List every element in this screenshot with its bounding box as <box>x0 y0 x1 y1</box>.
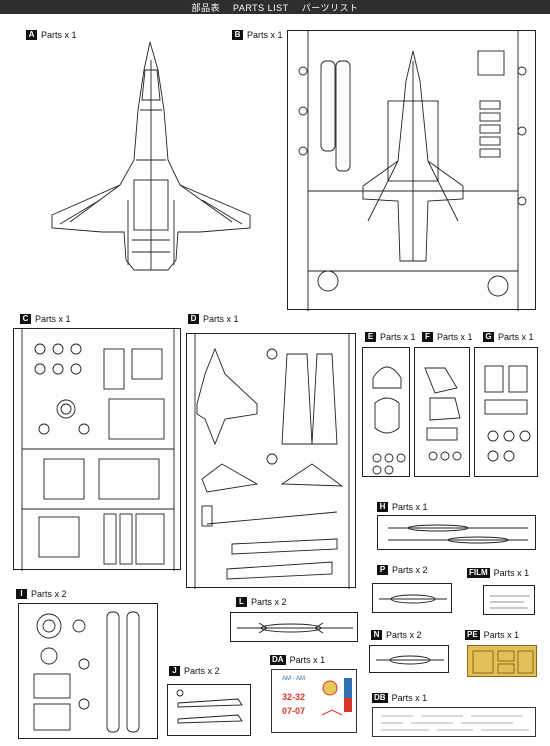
section-h-label: H Parts x 1 <box>377 502 428 512</box>
sprue-p-parts <box>379 594 447 604</box>
section-p-qty: Parts x 2 <box>392 565 428 575</box>
section-pe-qty: Parts x 1 <box>483 630 520 640</box>
section-db-label: DB Parts x 1 <box>372 693 427 703</box>
da-text-1: 32-32 <box>282 692 306 702</box>
section-f-sprue <box>414 347 470 477</box>
sprue-d-parts <box>194 334 350 589</box>
section-a-qty: Parts x 1 <box>41 30 77 40</box>
section-film-qty: Parts x 1 <box>493 568 530 578</box>
section-h-sprue <box>377 515 536 550</box>
section-n-qty: Parts x 2 <box>386 630 422 640</box>
sprue-f-parts <box>424 367 462 461</box>
section-e-badge: E <box>365 332 376 342</box>
section-l-qty: Parts x 2 <box>251 597 287 607</box>
section-h-qty: Parts x 1 <box>392 502 428 512</box>
section-d-label: D Parts x 1 <box>188 314 239 324</box>
section-b-sprue <box>287 30 536 311</box>
section-n-badge: N <box>371 630 382 640</box>
section-g-label: G Parts x 1 <box>483 332 534 342</box>
section-h-badge: H <box>377 502 388 512</box>
page-header: 部品表 PARTS LIST パーツリスト <box>0 0 550 14</box>
section-pe-label: PE Parts x 1 <box>465 630 519 640</box>
section-g-badge: G <box>483 332 494 342</box>
section-d-qty: Parts x 1 <box>203 314 239 324</box>
section-j-qty: Parts x 2 <box>184 666 220 676</box>
da-text-2: 07-07 <box>282 706 306 716</box>
section-j-label: J Parts x 2 <box>169 666 220 676</box>
section-p-badge: P <box>377 565 388 575</box>
section-da-qty: Parts x 1 <box>289 655 326 665</box>
section-f-badge: F <box>422 332 433 342</box>
sprue-l-parts <box>237 622 353 634</box>
section-a-badge: A <box>26 30 37 40</box>
section-l-sprue <box>230 612 358 642</box>
sprue-b-parts <box>298 31 527 311</box>
section-d-badge: D <box>188 314 199 324</box>
header-jp: 部品表 <box>191 3 220 13</box>
header-title: 部品表 PARTS LIST パーツリスト <box>0 1 550 14</box>
section-film-sheet <box>483 585 535 615</box>
sprue-c-parts <box>21 329 175 571</box>
section-d-sprue <box>186 333 356 589</box>
section-p-label: P Parts x 2 <box>377 565 428 575</box>
sprue-i-parts <box>33 611 140 733</box>
sprue-h-parts <box>388 524 528 544</box>
section-i-qty: Parts x 2 <box>31 589 67 599</box>
section-e-qty: Parts x 1 <box>380 332 416 342</box>
section-b-badge: B <box>232 30 243 40</box>
section-g-sprue <box>474 347 538 477</box>
sprue-e-parts <box>372 366 406 475</box>
section-n-sprue <box>369 645 449 673</box>
section-film-badge: FILM <box>467 568 490 578</box>
section-db-decal-sheet <box>372 707 536 737</box>
section-l-badge: L <box>236 597 247 607</box>
pe-fret-parts <box>472 650 534 674</box>
da-emblems <box>321 678 352 716</box>
section-e-sprue <box>362 347 410 477</box>
da-text-am: AM - AM <box>282 676 306 682</box>
db-stencils <box>381 715 529 731</box>
section-p-sprue <box>372 583 452 613</box>
section-i-sprue <box>18 603 158 739</box>
section-n-label: N Parts x 2 <box>371 630 422 640</box>
section-c-qty: Parts x 1 <box>35 314 71 324</box>
section-da-decal-sheet: AM - AM 32-32 07-07 <box>271 669 357 733</box>
sprue-j-parts <box>176 689 243 724</box>
sprue-n-parts <box>376 655 444 665</box>
sprue-g-parts <box>484 365 531 462</box>
section-pe-fret <box>467 645 537 677</box>
section-i-badge: I <box>16 589 27 599</box>
section-i-label: I Parts x 2 <box>16 589 67 599</box>
header-en: PARTS LIST <box>233 3 289 13</box>
section-l-label: L Parts x 2 <box>236 597 287 607</box>
section-film-label: FILM Parts x 1 <box>467 568 529 578</box>
section-db-qty: Parts x 1 <box>391 693 428 703</box>
section-c-label: C Parts x 1 <box>20 314 71 324</box>
section-da-badge: DA <box>270 655 286 665</box>
section-c-badge: C <box>20 314 31 324</box>
section-db-badge: DB <box>372 693 388 703</box>
section-g-qty: Parts x 1 <box>498 332 534 342</box>
section-b-qty: Parts x 1 <box>247 30 283 40</box>
section-j-sprue <box>167 684 251 736</box>
section-e-label: E Parts x 1 <box>365 332 416 342</box>
section-c-sprue <box>13 328 181 571</box>
section-f-label: F Parts x 1 <box>422 332 473 342</box>
section-b-label: B Parts x 1 <box>232 30 283 40</box>
header-kana: パーツリスト <box>301 3 359 13</box>
section-pe-badge: PE <box>465 630 480 640</box>
section-a-label: A Parts x 1 <box>26 30 77 40</box>
section-j-badge: J <box>169 666 180 676</box>
section-f-qty: Parts x 1 <box>437 332 473 342</box>
section-da-label: DA Parts x 1 <box>270 655 325 665</box>
film-lines <box>490 595 530 609</box>
